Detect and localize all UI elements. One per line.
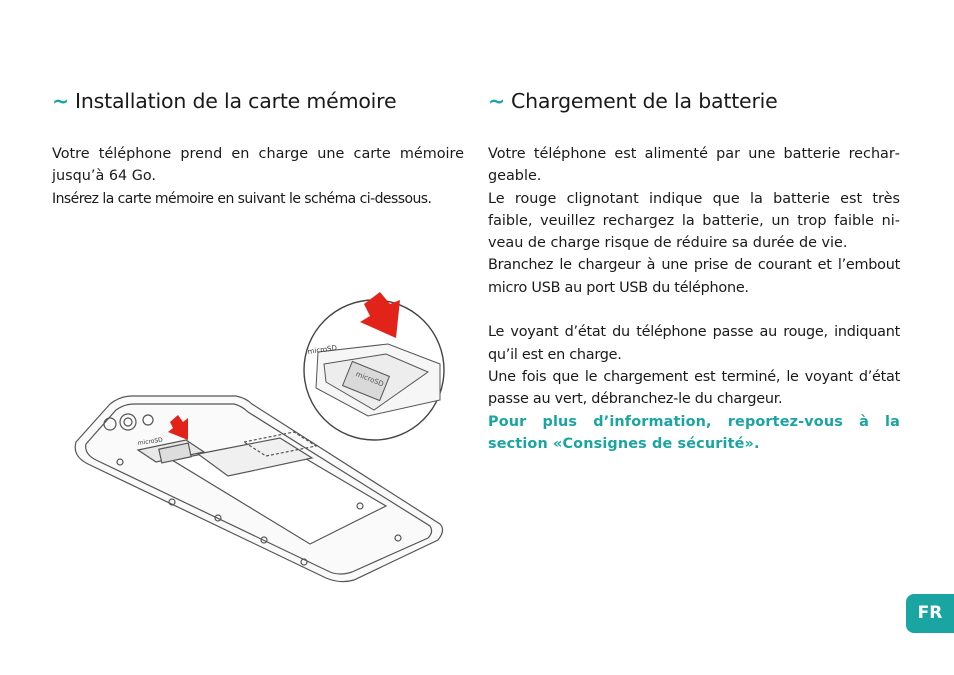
battery-paragraph-5: Une fois que le chargement est terminé, … bbox=[488, 368, 900, 408]
memory-card-paragraph-2: Insérez la carte mémoire en suivant le s… bbox=[52, 190, 432, 207]
phone-memory-card-illustration: microSD microSD microSD bbox=[74, 292, 445, 583]
memory-card-heading: ~Installation de la carte mémoire bbox=[52, 86, 464, 116]
language-badge: FR bbox=[906, 594, 954, 633]
safety-reference-link[interactable]: Pour plus d’information, reportez-vous à… bbox=[488, 413, 900, 452]
zoom-detail-circle: microSD microSD bbox=[303, 292, 445, 441]
battery-paragraph-3: Branchez le chargeur à une prise de cour… bbox=[488, 257, 900, 296]
memory-card-paragraph-1: Votre téléphone prend en charge une cart… bbox=[52, 146, 464, 185]
phone-back-drawing bbox=[74, 395, 444, 583]
battery-paragraph-2: Le rouge clignotant indique que la batte… bbox=[488, 190, 900, 252]
memory-card-section: ~Installation de la carte mémoire Votre … bbox=[52, 86, 464, 210]
memory-card-title: Installation de la carte mémoire bbox=[74, 89, 397, 113]
insert-arrow-large bbox=[360, 292, 400, 338]
heading-tilde: ~ bbox=[52, 89, 69, 113]
heading-tilde: ~ bbox=[488, 89, 505, 113]
battery-title: Chargement de la batterie bbox=[510, 89, 778, 113]
battery-paragraph-1: Votre téléphone est alimenté par une bat… bbox=[488, 146, 900, 185]
battery-section: ~Chargement de la batterie Votre télépho… bbox=[488, 86, 900, 455]
microsd-card-shape bbox=[341, 360, 391, 402]
battery-heading: ~Chargement de la batterie bbox=[488, 86, 900, 116]
slot-label: microSD bbox=[137, 436, 163, 446]
insert-arrow-small bbox=[168, 415, 188, 440]
battery-paragraph-4: Le voyant d’état du téléphone passe au r… bbox=[488, 324, 900, 363]
